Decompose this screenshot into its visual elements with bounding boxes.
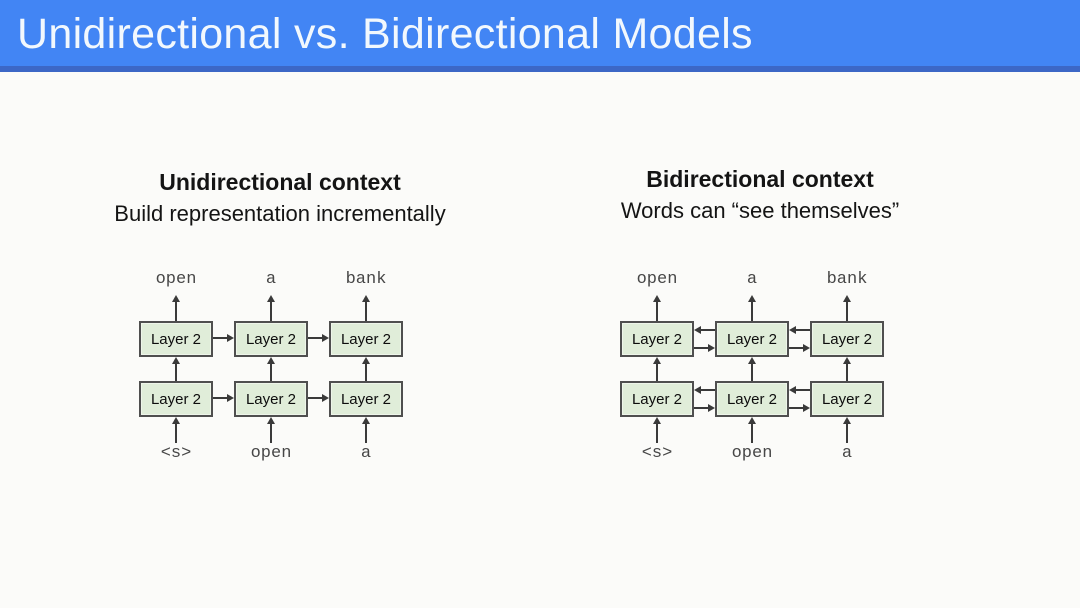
arrow-up (171, 295, 180, 321)
output-token: a (265, 270, 277, 289)
header-bar: Unidirectional vs. Bidirectional Models (0, 0, 1080, 72)
layer-box-label: Layer 2 (821, 330, 873, 348)
layer-box-label: Layer 2 (631, 390, 683, 408)
arrow-right (308, 393, 329, 402)
arrow-up (361, 295, 370, 321)
arrow-up (747, 357, 756, 381)
layer-box-label: Layer 2 (245, 330, 297, 348)
unidirectional-diagram: open a bank Layer 2 Layer 2 Layer 2 Laye… (126, 270, 416, 470)
panel-subtitle: Build representation incrementally (114, 201, 446, 226)
layer-box-label: Layer 2 (821, 390, 873, 408)
layer-box: Layer 2 (139, 381, 213, 417)
input-token: a (841, 444, 853, 463)
layer-box-label: Layer 2 (340, 390, 392, 408)
input-token: <s> (160, 444, 192, 463)
input-token: open (250, 444, 292, 463)
layer-box: Layer 2 (234, 381, 308, 417)
arrow-up (747, 295, 756, 321)
arrow-up (266, 295, 275, 321)
layer-box-label: Layer 2 (631, 330, 683, 348)
arrow-up (266, 417, 275, 443)
panel-title: Bidirectional context (646, 166, 874, 192)
arrow-right (694, 403, 715, 412)
arrow-up (652, 417, 661, 443)
arrow-up (842, 295, 851, 321)
layer-box: Layer 2 (715, 321, 789, 357)
input-token: open (731, 444, 773, 463)
input-token: a (360, 444, 372, 463)
arrow-up (171, 357, 180, 381)
layer-box-label: Layer 2 (726, 390, 778, 408)
layer-box-label: Layer 2 (150, 390, 202, 408)
arrow-right (213, 393, 234, 402)
layer-box: Layer 2 (620, 321, 694, 357)
unidirectional-panel-heading: Unidirectional context Build representat… (40, 167, 520, 229)
output-token: a (746, 270, 758, 289)
layer-box: Layer 2 (234, 321, 308, 357)
bidirectional-diagram: open a bank Layer 2 Layer 2 Layer 2 Laye… (607, 270, 897, 470)
arrow-left (789, 325, 810, 334)
arrow-up (842, 357, 851, 381)
arrow-up (652, 295, 661, 321)
layer-box: Layer 2 (810, 321, 884, 357)
layer-box: Layer 2 (620, 381, 694, 417)
layer-box-label: Layer 2 (150, 330, 202, 348)
arrow-right (789, 343, 810, 352)
input-token: <s> (641, 444, 673, 463)
panel-subtitle: Words can “see themselves” (620, 198, 900, 223)
arrow-up (361, 417, 370, 443)
output-token: bank (826, 270, 868, 289)
arrow-right (308, 333, 329, 342)
layer-box-label: Layer 2 (340, 330, 392, 348)
slide-title: Unidirectional vs. Bidirectional Models (17, 10, 753, 58)
arrow-left (789, 385, 810, 394)
arrow-right (213, 333, 234, 342)
output-token: open (636, 270, 678, 289)
layer-box: Layer 2 (139, 321, 213, 357)
arrow-right (789, 403, 810, 412)
arrow-left (694, 385, 715, 394)
layer-box: Layer 2 (810, 381, 884, 417)
arrow-up (652, 357, 661, 381)
arrow-up (266, 357, 275, 381)
layer-box: Layer 2 (329, 381, 403, 417)
layer-box: Layer 2 (329, 321, 403, 357)
panel-title: Unidirectional context (159, 169, 401, 195)
arrow-left (694, 325, 715, 334)
bidirectional-panel-heading: Bidirectional context Words can “see the… (520, 164, 1000, 226)
arrow-up (171, 417, 180, 443)
arrow-up (747, 417, 756, 443)
arrow-up (842, 417, 851, 443)
arrow-up (361, 357, 370, 381)
output-token: open (155, 270, 197, 289)
layer-box: Layer 2 (715, 381, 789, 417)
arrow-right (694, 343, 715, 352)
layer-box-label: Layer 2 (245, 390, 297, 408)
output-token: bank (345, 270, 387, 289)
layer-box-label: Layer 2 (726, 330, 778, 348)
